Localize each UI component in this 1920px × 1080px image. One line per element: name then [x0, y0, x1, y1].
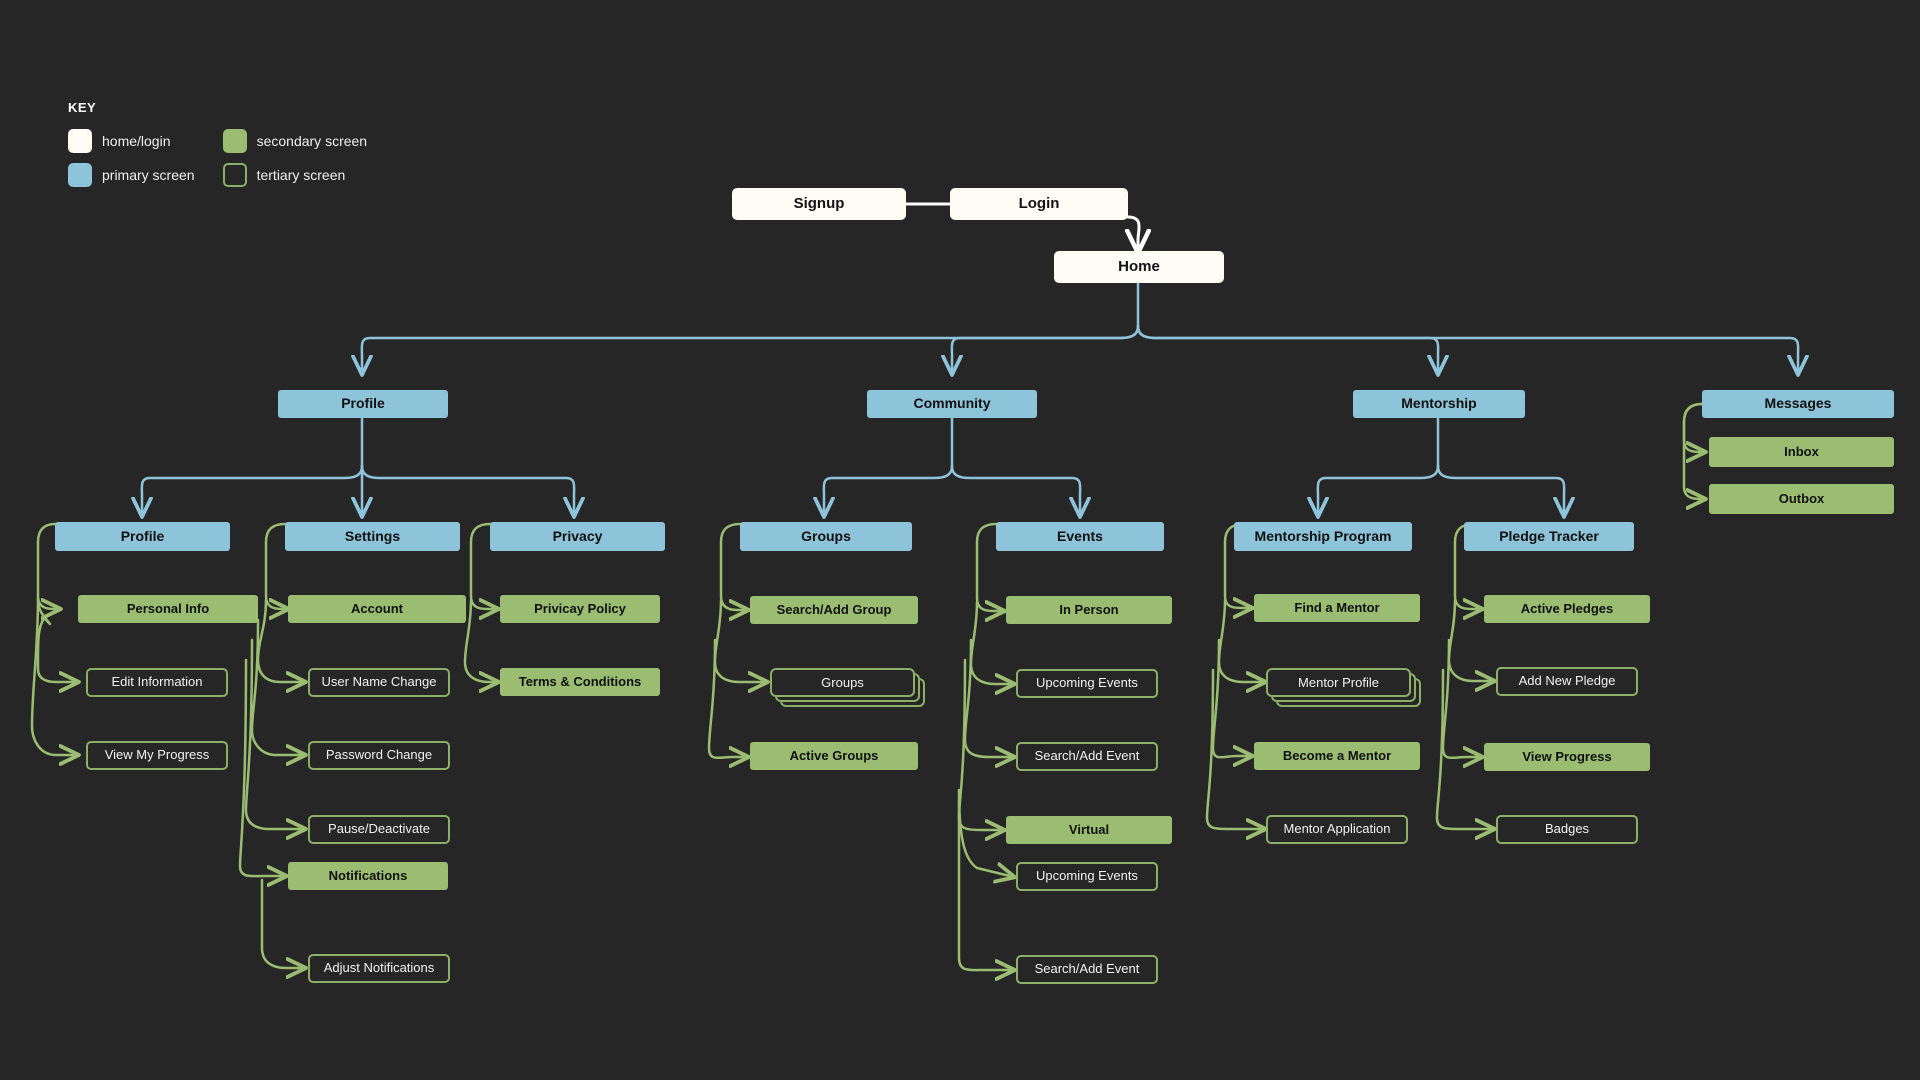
node-in-person[interactable]: In Person [1006, 596, 1172, 624]
node-settings[interactable]: Settings [285, 522, 460, 551]
node-events[interactable]: Events [996, 522, 1164, 551]
legend-title: KEY [68, 100, 97, 115]
mentor-profile-stack-label: Mentor Profile [1266, 668, 1411, 697]
legend: KEY home/login secondary screen primary … [68, 100, 367, 187]
node-active-pledges[interactable]: Active Pledges [1484, 595, 1650, 623]
node-search-add-event-1[interactable]: Search/Add Event [1016, 742, 1158, 771]
legend-label-home-login: home/login [102, 133, 171, 149]
node-search-add-event-2[interactable]: Search/Add Event [1016, 955, 1158, 984]
legend-label-secondary-screen: secondary screen [256, 133, 368, 149]
node-groups-stack[interactable]: Groups [770, 668, 925, 708]
node-mentor-application[interactable]: Mentor Application [1266, 815, 1408, 844]
node-profile[interactable]: Profile [278, 390, 448, 418]
node-badges[interactable]: Badges [1496, 815, 1638, 844]
node-pause-deactivate[interactable]: Pause/Deactivate [308, 815, 450, 844]
node-outbox[interactable]: Outbox [1709, 484, 1894, 514]
node-groups[interactable]: Groups [740, 522, 912, 551]
legend-item-tertiary-screen: tertiary screen [222, 163, 368, 187]
legend-item-home-login: home/login [68, 129, 195, 153]
node-mentor-profile-stack[interactable]: Mentor Profile [1266, 668, 1421, 708]
node-mentorship-program[interactable]: Mentorship Program [1234, 522, 1412, 551]
node-password-change[interactable]: Password Change [308, 741, 450, 770]
node-terms-conditions[interactable]: Terms & Conditions [500, 668, 660, 696]
node-community[interactable]: Community [867, 390, 1037, 418]
node-home[interactable]: Home [1054, 251, 1224, 283]
node-find-a-mentor[interactable]: Find a Mentor [1254, 594, 1420, 622]
node-profile-sub[interactable]: Profile [55, 522, 230, 551]
node-messages[interactable]: Messages [1702, 390, 1894, 418]
node-pledge-tracker[interactable]: Pledge Tracker [1464, 522, 1634, 551]
legend-swatch-tertiary-screen [222, 163, 247, 187]
legend-label-tertiary-screen: tertiary screen [256, 167, 346, 183]
node-active-groups[interactable]: Active Groups [750, 742, 918, 770]
node-notifications[interactable]: Notifications [288, 862, 448, 890]
node-signup[interactable]: Signup [732, 188, 906, 220]
node-add-new-pledge[interactable]: Add New Pledge [1496, 667, 1638, 696]
node-become-a-mentor[interactable]: Become a Mentor [1254, 742, 1420, 770]
node-adjust-notifications[interactable]: Adjust Notifications [308, 954, 450, 983]
node-search-add-group[interactable]: Search/Add Group [750, 596, 918, 624]
groups-stack-label: Groups [770, 668, 915, 697]
node-inbox[interactable]: Inbox [1709, 437, 1894, 467]
legend-item-secondary-screen: secondary screen [222, 129, 368, 153]
node-mentorship[interactable]: Mentorship [1353, 390, 1525, 418]
node-account[interactable]: Account [288, 595, 466, 623]
node-view-progress[interactable]: View Progress [1484, 743, 1650, 771]
node-privacy[interactable]: Privacy [490, 522, 665, 551]
legend-swatch-home-login [68, 129, 92, 153]
legend-item-primary-screen: primary screen [68, 163, 195, 187]
legend-swatch-secondary-screen [222, 129, 247, 153]
node-user-name-change[interactable]: User Name Change [308, 668, 450, 697]
node-login[interactable]: Login [950, 188, 1128, 220]
node-edit-information[interactable]: Edit Information [86, 668, 228, 697]
node-view-my-progress[interactable]: View My Progress [86, 741, 228, 770]
legend-swatch-primary-screen [68, 163, 92, 187]
node-upcoming-events-1[interactable]: Upcoming Events [1016, 669, 1158, 698]
node-virtual[interactable]: Virtual [1006, 816, 1172, 844]
node-personal-info[interactable]: Personal Info [78, 595, 258, 623]
node-upcoming-events-2[interactable]: Upcoming Events [1016, 862, 1158, 891]
legend-label-primary-screen: primary screen [102, 167, 195, 183]
node-privacy-policy[interactable]: Privicay Policy [500, 595, 660, 623]
